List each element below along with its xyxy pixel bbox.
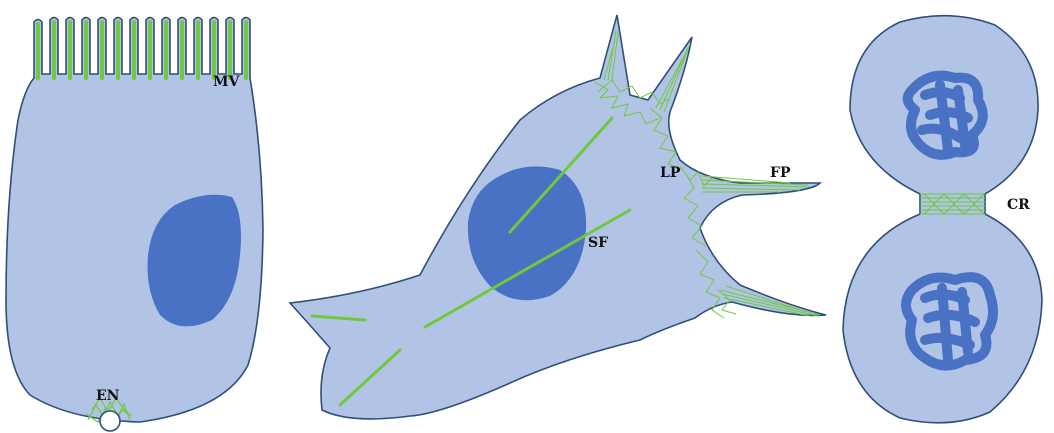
label-contractile-ring: CR [1007, 197, 1030, 213]
label-endocytosis: EN [96, 388, 120, 404]
migrating-nucleus [468, 166, 586, 300]
migrating-cell: LP FP SF [290, 15, 826, 419]
microvilli-actin-bundles [38, 22, 246, 78]
label-microvilli: MV [213, 74, 240, 90]
epithelial-cell: MV EN [6, 18, 263, 432]
label-filopodium: FP [770, 165, 791, 181]
dividing-cell: CR [843, 16, 1042, 423]
label-lamellipodium: LP [660, 165, 681, 181]
label-stress-fibers: SF [588, 235, 608, 251]
